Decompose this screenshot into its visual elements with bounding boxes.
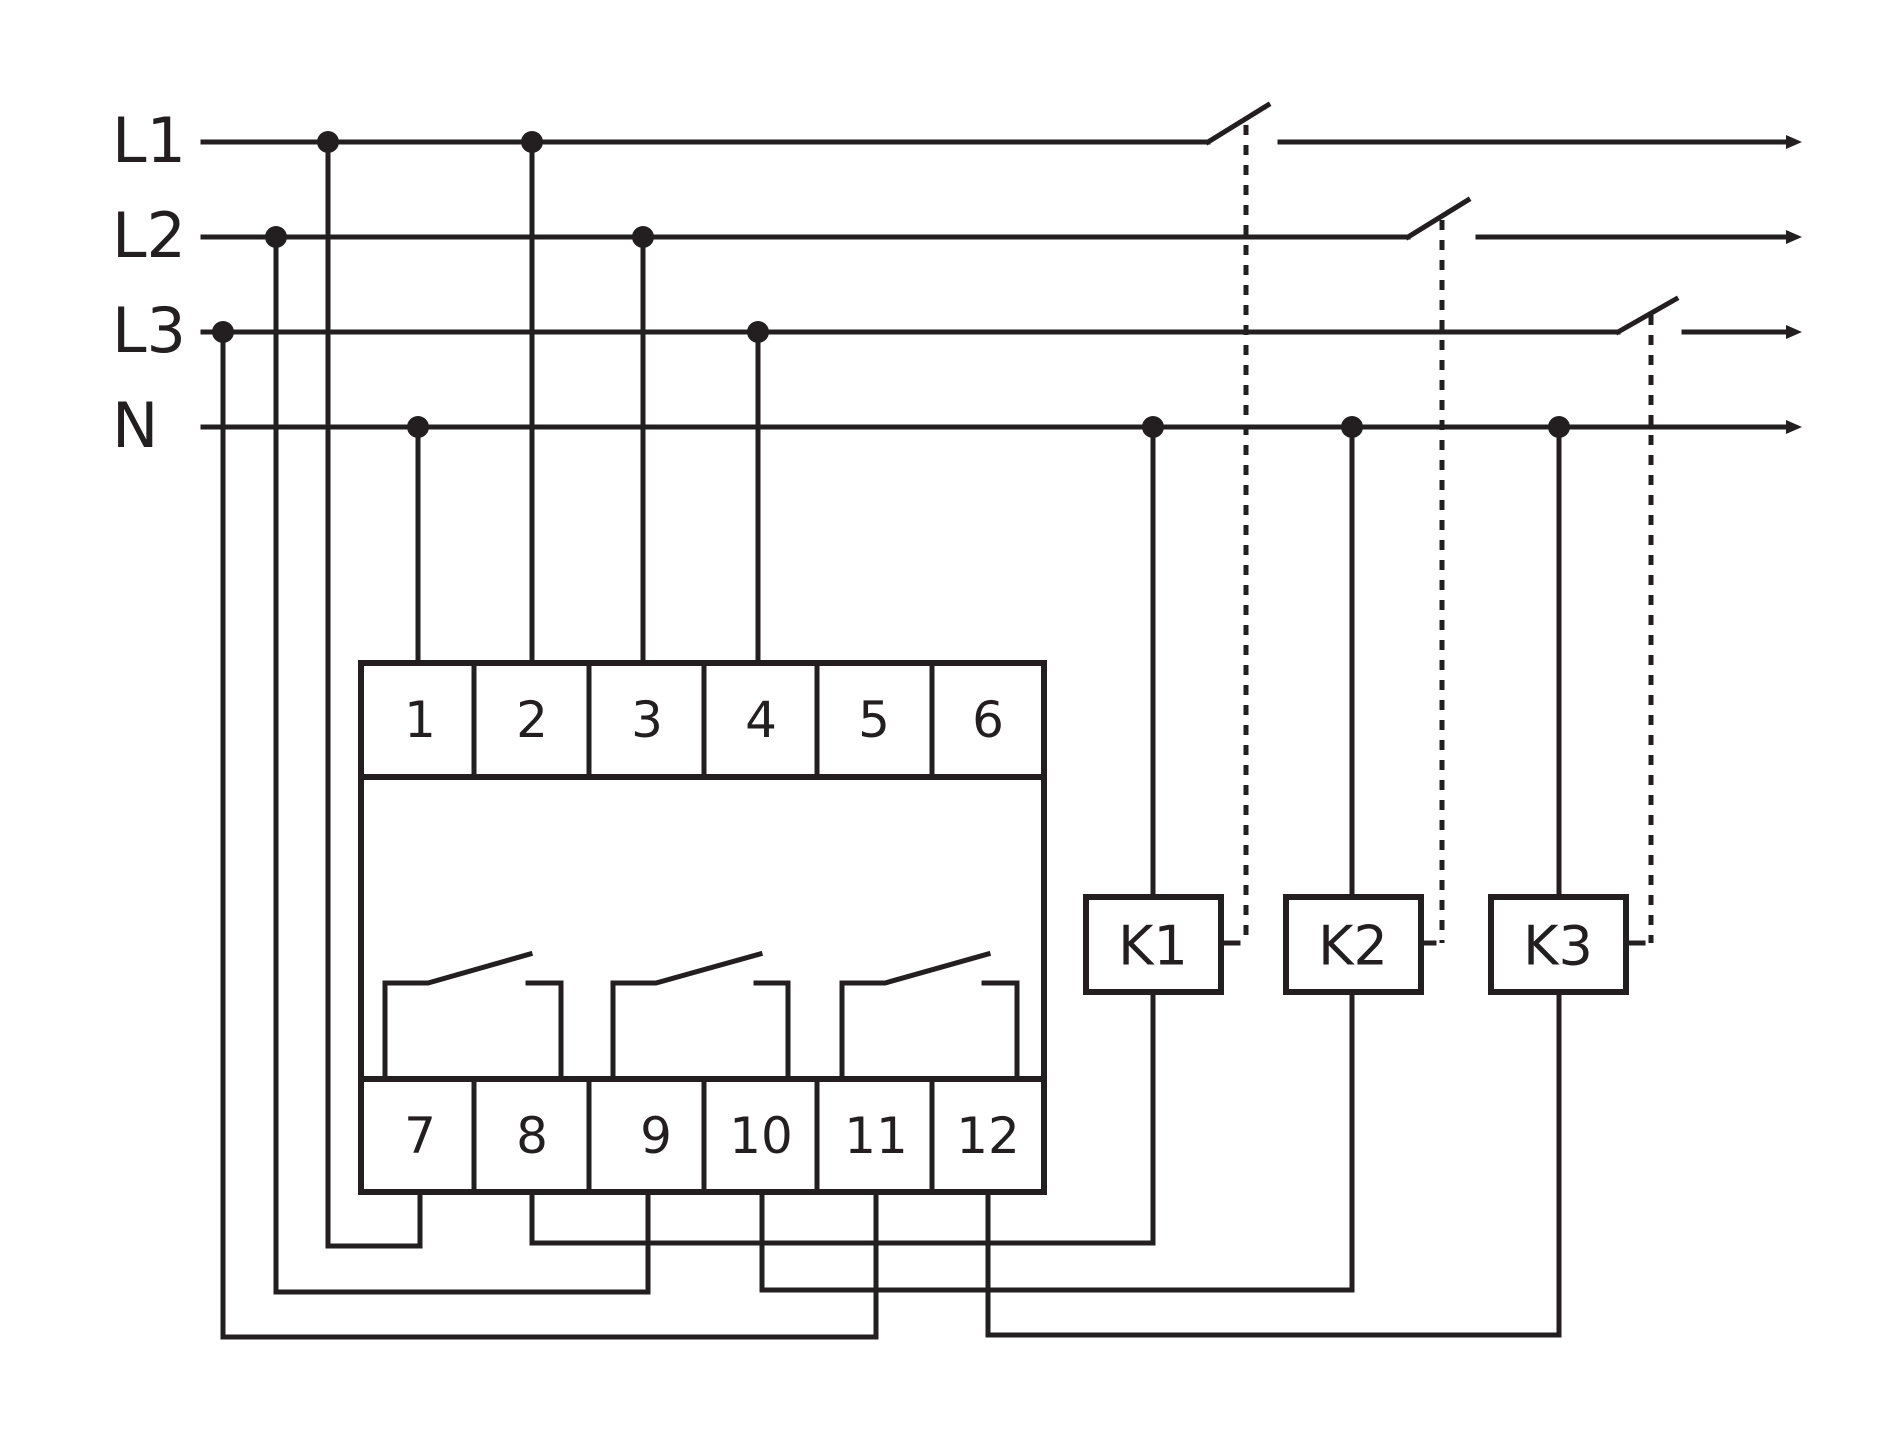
bus-line-n [200, 420, 1802, 434]
terminal-4-label: 4 [745, 691, 777, 749]
contactor-label-k1: K1 [1118, 915, 1188, 978]
junction-dot [747, 321, 769, 343]
contactor-coil-k3: K3 [1488, 894, 1629, 995]
wire-l3-to-terminal-11 [220, 329, 879, 1340]
bus-line-l2 [200, 196, 1802, 244]
junction-dot [1548, 416, 1570, 438]
contactor-label-k3: K3 [1523, 915, 1593, 978]
junction-dots [212, 131, 1570, 438]
terminal-7-label: 7 [404, 1107, 436, 1165]
contactor-coil-k1: K1 [1083, 894, 1224, 995]
bus-line-l3 [200, 295, 1802, 339]
bus-label-l1: L1 [112, 104, 186, 177]
contactor-coil-k2: K2 [1283, 894, 1424, 995]
junction-dot [1142, 416, 1164, 438]
terminal-6-label: 6 [972, 691, 1004, 749]
top-terminal-block [358, 660, 1047, 780]
bottom-terminal-block [358, 1076, 1047, 1195]
terminal-8-label: 8 [516, 1107, 548, 1165]
relay-contact-3 [839, 950, 1020, 1082]
bus-label-l3: L3 [112, 294, 186, 367]
contactor-label-k2: K2 [1318, 915, 1388, 978]
wire-terminal-8-to-k1 [529, 989, 1156, 1246]
mechanical-linkage-k3 [1628, 315, 1654, 946]
junction-dot [407, 416, 429, 438]
junction-dot [1341, 416, 1363, 438]
junction-dot [317, 131, 339, 153]
relay-contact-1 [382, 950, 564, 1082]
wire-terminal-10-to-k2 [759, 989, 1355, 1293]
terminal-10-label: 10 [729, 1107, 793, 1165]
wire-l1-to-terminal-7 [325, 139, 423, 1249]
mechanical-linkage-k1 [1223, 125, 1249, 946]
bus-line-l1 [200, 101, 1802, 149]
wire-terminal-12-to-k3 [985, 989, 1562, 1338]
relay-contact-2 [610, 950, 791, 1082]
terminal-9-label: 9 [640, 1107, 672, 1165]
terminal-12-label: 12 [956, 1107, 1020, 1165]
terminal-3-label: 3 [631, 691, 663, 749]
terminal-2-label: 2 [516, 691, 548, 749]
relay-device: 1 2 3 4 5 6 7 8 9 10 11 12 [358, 660, 1047, 1195]
mechanical-linkage-k2 [1423, 220, 1445, 946]
bus-label-n: N [112, 389, 158, 462]
junction-dot [265, 226, 287, 248]
terminal-5-label: 5 [858, 691, 890, 749]
terminal-11-label: 11 [844, 1107, 908, 1165]
junction-dot [521, 131, 543, 153]
bus-label-l2: L2 [112, 199, 186, 272]
terminal-1-label: 1 [404, 691, 436, 749]
junction-dot [632, 226, 654, 248]
junction-dot [212, 321, 234, 343]
